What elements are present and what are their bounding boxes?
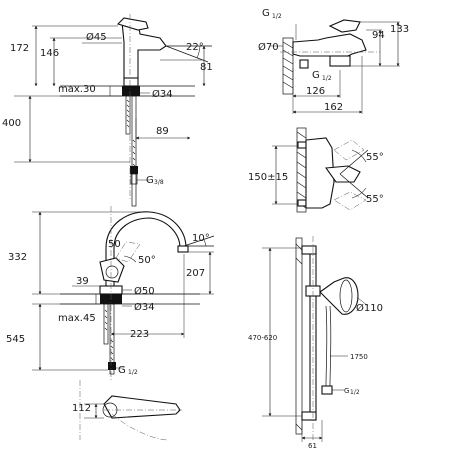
dim-332: 332 <box>8 252 27 263</box>
panel-sink-mixer: 50 50° 10° 332 207 39 Ø50 Ø34 max.45 <box>6 206 215 441</box>
bath-mixer-lever <box>328 19 361 33</box>
dim-112: 112 <box>72 403 91 414</box>
basin-mixer-body <box>121 21 167 79</box>
hand-shower <box>319 277 359 315</box>
wall-mixer-body <box>305 137 335 209</box>
dim-1750: 1750 <box>350 353 368 361</box>
dim-223: 223 <box>130 329 149 340</box>
wall-mixer-lever <box>324 165 361 183</box>
sink-mixer-lever <box>99 257 125 283</box>
dim-470-620: 470-620 <box>248 334 277 342</box>
dim-angle-10: 10° <box>192 233 210 244</box>
dim-50-lever: 50 <box>108 239 121 250</box>
dim-39: 39 <box>76 276 89 287</box>
dim-thread-g12-sink-fraction: 1/2 <box>128 369 138 376</box>
countertop-section <box>122 86 140 96</box>
sink-mixer-top-view <box>103 395 181 419</box>
panel-wall-mixer: 55° 55° 150±15 <box>248 127 384 213</box>
dim-150-tolerance: 150±15 <box>248 172 288 183</box>
dim-thread-g38: G <box>146 175 154 186</box>
dim-angle-22: 22° <box>186 42 204 53</box>
dim-angle-55-top: 55° <box>366 152 384 163</box>
dim-diameter-110: Ø110 <box>356 302 383 314</box>
dim-133: 133 <box>390 24 409 35</box>
dim-thread-g12-shower: G <box>344 387 349 395</box>
dim-thread-g12-bottom-fraction: 1/2 <box>322 75 332 82</box>
dim-max-45: max.45 <box>58 313 96 324</box>
dim-94: 94 <box>372 30 385 41</box>
dim-545: 545 <box>6 334 25 345</box>
basin-mixer-lever <box>116 17 149 31</box>
dim-172: 172 <box>10 43 29 54</box>
dim-61: 61 <box>308 442 317 450</box>
dim-angle-50: 50° <box>138 255 156 266</box>
bath-mixer-body <box>292 33 367 57</box>
panel-basin-mixer: 172 146 Ø45 22° 81 max.30 Ø34 400 89 G 3… <box>2 14 213 207</box>
basin-mixer-base <box>123 77 139 87</box>
dim-thread-g12-top-fraction: 1/2 <box>272 13 282 20</box>
dim-81: 81 <box>200 62 213 73</box>
panel-bath-mixer: G 1/2 Ø70 94 133 G 1/2 126 162 <box>258 8 409 114</box>
dim-max-30: max.30 <box>58 84 96 95</box>
dim-89: 89 <box>156 126 169 137</box>
dim-thread-g12-bottom: G <box>312 70 320 81</box>
dim-thread-g38-fraction: 3/8 <box>154 179 164 186</box>
bath-mixer-spout <box>329 55 351 67</box>
dim-146: 146 <box>40 48 59 59</box>
dim-diameter-34-sink: Ø34 <box>134 301 155 313</box>
dim-126: 126 <box>306 86 325 97</box>
dim-thread-g12-top: G <box>262 8 270 19</box>
shower-hose <box>329 305 332 387</box>
dim-diameter-70: Ø70 <box>258 41 279 53</box>
dim-400: 400 <box>2 118 21 129</box>
dim-angle-55-bottom: 55° <box>366 194 384 205</box>
dim-diameter-34: Ø34 <box>152 88 173 100</box>
dim-diameter-50: Ø50 <box>134 285 155 297</box>
dim-diameter-45: Ø45 <box>86 31 107 43</box>
dim-207: 207 <box>186 268 205 279</box>
dim-thread-g12-sink: G <box>118 365 126 376</box>
panel-shower-rail: Ø110 470-620 1750 G 1/2 61 <box>248 236 383 450</box>
dim-162: 162 <box>324 102 343 113</box>
dim-thread-g12-shower-fraction: 1/2 <box>350 389 360 396</box>
